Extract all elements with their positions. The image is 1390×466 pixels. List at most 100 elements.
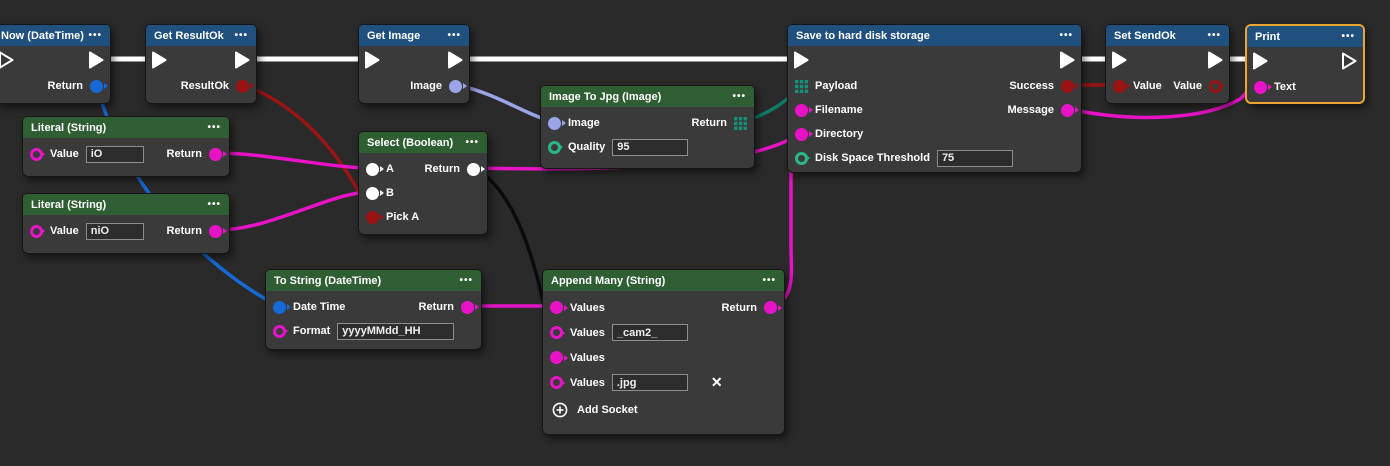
output-socket-value[interactable]	[1209, 79, 1222, 93]
node-title: Select (Boolean)	[367, 136, 454, 149]
output-label: Return	[47, 80, 83, 92]
node-title: Append Many (String)	[551, 274, 666, 287]
node-literal-string-2[interactable]: Literal (String)••• Value Return	[22, 193, 230, 254]
node-to-string-datetime[interactable]: To String (DateTime)••• Date Time Return…	[265, 269, 482, 350]
input-socket-a[interactable]	[366, 162, 379, 176]
output-label: Image	[410, 80, 442, 92]
node-now-datetime[interactable]: Now (DateTime)••• Return	[0, 24, 111, 104]
exec-in-pin[interactable]	[151, 50, 168, 70]
input-label: Values	[570, 376, 605, 389]
disk-space-threshold-field[interactable]	[936, 149, 1013, 167]
exec-out-pin[interactable]	[1059, 50, 1076, 70]
delete-socket-icon[interactable]: ✕	[710, 374, 723, 390]
output-socket-resultok[interactable]	[236, 79, 249, 93]
add-socket-button[interactable]: Add Socket	[543, 395, 784, 425]
input-socket-format[interactable]	[273, 324, 286, 338]
node-title: Print	[1255, 30, 1281, 43]
node-save-to-hard-disk[interactable]: Save to hard disk storage••• Payload Suc…	[787, 24, 1082, 173]
menu-dots-icon[interactable]: •••	[1341, 31, 1355, 42]
input-label: Directory	[815, 128, 864, 140]
menu-dots-icon[interactable]: •••	[234, 30, 248, 41]
input-socket-value[interactable]	[30, 147, 43, 161]
output-socket-return[interactable]	[90, 79, 103, 93]
exec-in-pin[interactable]	[793, 50, 810, 70]
menu-dots-icon[interactable]: •••	[732, 91, 746, 102]
menu-dots-icon[interactable]: •••	[459, 275, 473, 286]
input-socket-pick-a[interactable]	[366, 210, 379, 224]
exec-in-pin[interactable]	[1111, 50, 1128, 70]
exec-in-pin[interactable]	[0, 50, 15, 70]
input-socket-value[interactable]	[1113, 79, 1126, 93]
input-socket-value[interactable]	[30, 224, 43, 238]
values-4-field[interactable]	[611, 374, 688, 391]
output-socket-return[interactable]	[461, 300, 474, 314]
output-label: Value	[1173, 80, 1202, 92]
node-image-to-jpg[interactable]: Image To Jpg (Image)••• Image Return Qua…	[540, 85, 755, 169]
exec-out-pin[interactable]	[88, 50, 105, 70]
input-socket-filename[interactable]	[795, 103, 808, 117]
input-label: A	[386, 163, 394, 175]
output-socket-return[interactable]	[467, 162, 480, 176]
node-get-resultok[interactable]: Get ResultOk••• ResultOk	[145, 24, 257, 104]
values-2-field[interactable]	[611, 324, 688, 341]
output-socket-success[interactable]	[1061, 79, 1074, 93]
wire-getimage-imagetojpg[interactable]	[455, 83, 555, 124]
output-socket-bytes-grid-icon[interactable]	[734, 116, 747, 130]
wire-literal1-select-a[interactable]	[215, 151, 373, 170]
menu-dots-icon[interactable]: •••	[207, 122, 221, 133]
menu-dots-icon[interactable]: •••	[762, 275, 776, 286]
format-field[interactable]	[337, 322, 455, 340]
quality-field[interactable]	[612, 138, 689, 156]
input-socket-image[interactable]	[548, 116, 561, 130]
menu-dots-icon[interactable]: •••	[1207, 30, 1221, 41]
exec-out-pin[interactable]	[1207, 50, 1224, 70]
input-socket-payload-grid-icon[interactable]	[795, 79, 808, 93]
exec-in-pin[interactable]	[364, 50, 381, 70]
input-socket-values-1[interactable]	[550, 301, 563, 314]
output-socket-message[interactable]	[1061, 103, 1074, 117]
exec-out-pin[interactable]	[234, 50, 251, 70]
value-field[interactable]	[85, 222, 144, 240]
menu-dots-icon[interactable]: •••	[88, 30, 102, 41]
wire-literal2-select-b[interactable]	[215, 190, 373, 232]
node-title: Get ResultOk	[154, 29, 224, 42]
input-socket-date-time[interactable]	[273, 300, 286, 314]
input-socket-b[interactable]	[366, 186, 379, 200]
node-set-sendok[interactable]: Set SendOk••• Value Value	[1105, 24, 1230, 104]
node-title: Image To Jpg (Image)	[549, 90, 662, 103]
output-socket-return[interactable]	[209, 224, 222, 238]
output-socket-image[interactable]	[449, 79, 462, 93]
wire-resultok-select-picka[interactable]	[242, 83, 373, 218]
input-label: Value	[1133, 80, 1162, 92]
input-label: Value	[50, 148, 79, 160]
node-get-image[interactable]: Get Image••• Image	[358, 24, 470, 104]
value-field[interactable]	[85, 145, 144, 163]
menu-dots-icon[interactable]: •••	[1059, 30, 1073, 41]
input-socket-directory[interactable]	[795, 127, 808, 141]
node-append-many-string[interactable]: Append Many (String)••• Values Return Va…	[542, 269, 785, 435]
input-socket-values-2[interactable]	[550, 326, 563, 339]
menu-dots-icon[interactable]: •••	[207, 199, 221, 210]
output-socket-return[interactable]	[209, 147, 222, 161]
output-label: Return	[691, 117, 727, 129]
exec-in-pin[interactable]	[1252, 51, 1269, 71]
input-label: Values	[570, 301, 605, 314]
input-socket-values-3[interactable]	[550, 351, 563, 364]
input-socket-disk-space-threshold[interactable]	[795, 151, 808, 165]
node-title: To String (DateTime)	[274, 274, 382, 287]
input-socket-values-4[interactable]	[550, 376, 563, 389]
menu-dots-icon[interactable]: •••	[447, 30, 461, 41]
input-label: Values	[570, 351, 605, 364]
output-socket-return[interactable]	[764, 301, 777, 314]
input-socket-text[interactable]	[1254, 80, 1267, 94]
node-select-boolean[interactable]: Select (Boolean)••• A Return B Pick A	[358, 131, 488, 235]
node-literal-string-1[interactable]: Literal (String)••• Value Return	[22, 116, 230, 177]
input-label: Payload	[815, 80, 858, 92]
input-socket-quality[interactable]	[548, 140, 561, 154]
node-print[interactable]: Print••• Text	[1245, 24, 1365, 104]
exec-out-pin[interactable]	[447, 50, 464, 70]
menu-dots-icon[interactable]: •••	[465, 137, 479, 148]
input-label: Pick A	[386, 211, 420, 223]
exec-out-pin[interactable]	[1341, 51, 1358, 71]
